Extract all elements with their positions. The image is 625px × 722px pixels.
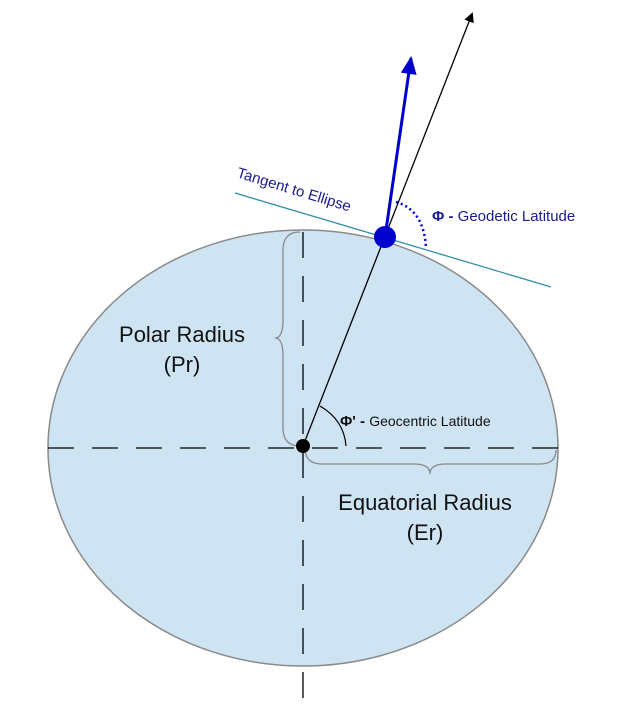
geodetic-angle-arc [395, 200, 428, 249]
geodetic-label: Φ - Geodetic Latitude [432, 208, 575, 225]
geodetic-normal-arrow [383, 56, 417, 238]
polar-radius-brace [274, 231, 301, 447]
geocentric-text: Geocentric Latitude [369, 413, 491, 429]
center-point [296, 439, 310, 453]
polar-radius-label: Polar Radius [119, 322, 245, 347]
geodetic-symbol: Φ - [432, 208, 453, 225]
geocentric-symbol: Φ' - [340, 413, 365, 430]
equatorial-radius-brace [304, 447, 557, 475]
geocentric-label: Φ' - Geocentric Latitude [340, 413, 491, 430]
polar-radius-abbr: (Pr) [164, 352, 201, 377]
surface-point [374, 226, 396, 248]
tangent-label: Tangent to Ellipse [235, 165, 353, 216]
geocentric-angle-arc [319, 405, 347, 447]
equatorial-radius-abbr: (Er) [407, 520, 444, 545]
geodetic-text: Geodetic Latitude [458, 208, 576, 225]
equatorial-radius-label: Equatorial Radius [338, 490, 512, 515]
